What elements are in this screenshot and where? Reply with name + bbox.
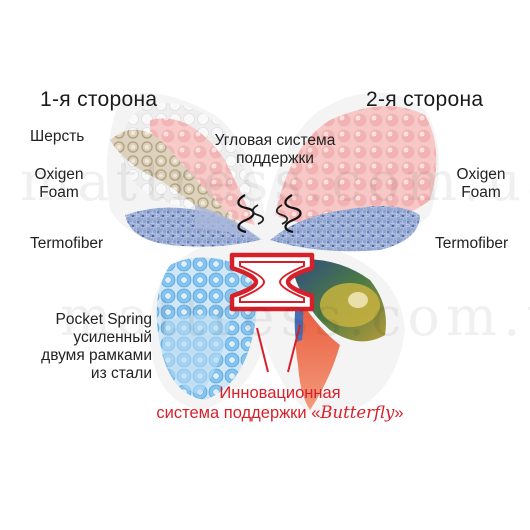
butterfly-support-frame [229, 252, 315, 312]
side-2-header: 2-я сторона [366, 88, 484, 111]
watermark-bottom: mattress.com.ua [60, 285, 530, 348]
label-wool: Шерсть [30, 128, 85, 145]
label-innovation-prefix: система поддержки « [156, 404, 321, 422]
side-1-header: 1-я сторона [40, 88, 158, 111]
label-oxigen-right-line2: Foam [461, 184, 501, 201]
label-termofiber-left: Termofiber [30, 235, 104, 252]
label-innovation-line2: система поддержки «Butterfly» [130, 403, 430, 423]
label-oxigen-left-line1: Oxigen [34, 166, 84, 183]
label-innovation-suffix: » [394, 404, 404, 422]
label-innovation-line1: Инновационная [219, 384, 341, 402]
label-pocket-line1: Pocket Spring [55, 311, 153, 328]
label-innovation-brand: Butterfly [320, 403, 395, 422]
label-pocket-line2: усиленный [73, 329, 152, 346]
label-termofiber-right: Termofiber [435, 235, 509, 252]
label-corner-support-line2: поддержки [236, 150, 314, 167]
label-oxigen-right-line1: Oxigen [456, 166, 506, 183]
label-oxigen-left-line2: Foam [39, 184, 79, 201]
label-pocket-line4: из стали [90, 365, 152, 382]
label-oxigen-foam-left: Oxigen Foam [24, 166, 94, 202]
label-corner-support-line1: Угловая система [214, 132, 336, 149]
label-pocket-line3: двумя рамками [41, 347, 152, 364]
label-oxigen-foam-right: Oxigen Foam [443, 166, 519, 202]
label-corner-support: Угловая система поддержки [190, 132, 360, 168]
label-pocket-spring: Pocket Spring усиленный двумя рамками из… [12, 311, 152, 383]
watermark-top: mattress.com.ua [20, 150, 530, 213]
label-innovation: Инновационная система поддержки «Butterf… [130, 383, 430, 423]
